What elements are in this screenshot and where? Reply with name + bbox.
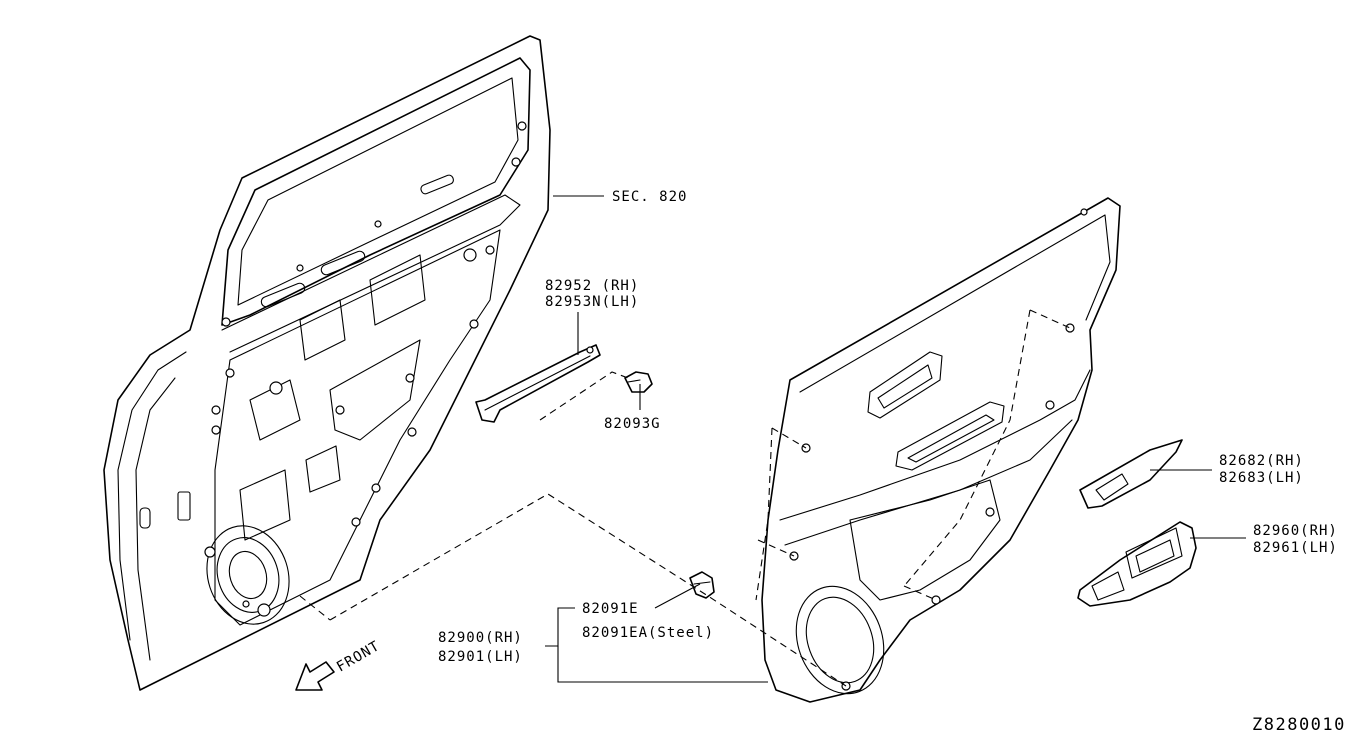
label-82900: 82900(RH) [438, 630, 523, 646]
clip-82093g [624, 371, 653, 393]
label-82091e: 82091E [582, 601, 639, 617]
label-82091ea: 82091EA(Steel) [582, 625, 714, 641]
door-trim-panel [755, 197, 1121, 703]
finisher-82682 [1079, 439, 1183, 509]
label-82901: 82901(LH) [438, 649, 523, 665]
label-82093g: 82093G [604, 416, 661, 432]
leader-lines [545, 195, 1246, 683]
label-82961: 82961(LH) [1253, 540, 1338, 556]
label-82960: 82960(RH) [1253, 523, 1338, 539]
front-label: FRONT [334, 638, 383, 675]
label-82682: 82682(RH) [1219, 453, 1304, 469]
switch-finisher-82960 [1077, 521, 1197, 607]
rear-door-panel [103, 35, 551, 691]
front-arrow: FRONT [295, 638, 383, 691]
clip-82091e [689, 571, 715, 599]
label-82953n: 82953N(LH) [545, 294, 639, 310]
label-82683: 82683(LH) [1219, 470, 1304, 486]
label-sec-820: SEC. 820 [612, 189, 687, 205]
label-82952: 82952 (RH) [545, 278, 639, 294]
bracket-82952 [475, 344, 601, 423]
diagram-code: Z8280010 [1252, 715, 1346, 735]
